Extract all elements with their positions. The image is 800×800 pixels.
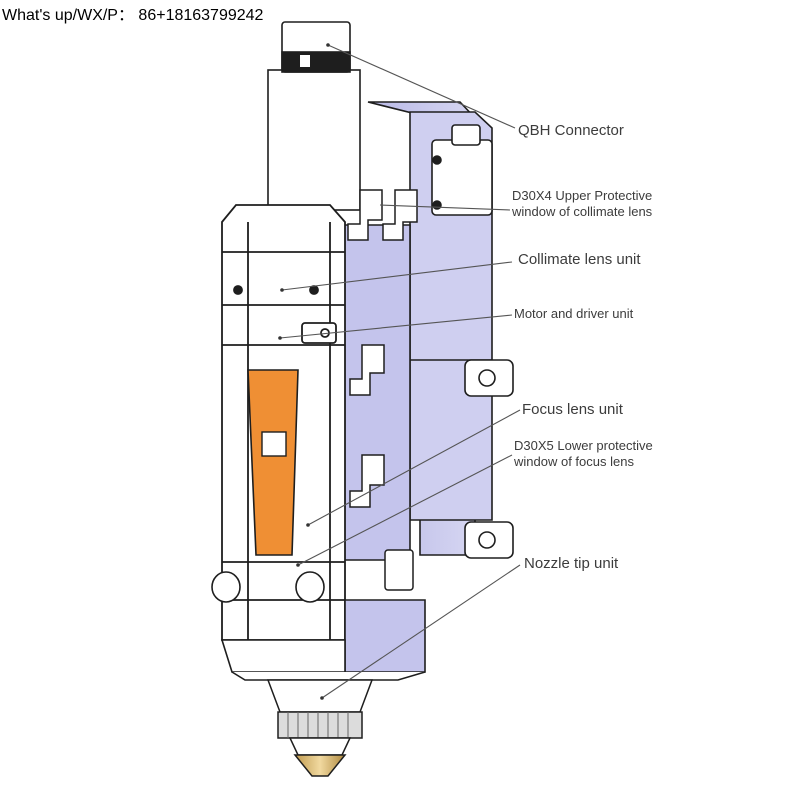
leader-focus [307, 409, 521, 526]
leader-lines [279, 44, 521, 699]
leader-upper-window [379, 204, 511, 211]
label-focus-lens-unit: Focus lens unit [522, 401, 624, 418]
label-qbh-connector: QBH Connector [518, 122, 624, 139]
label-nozzle-tip-unit: Nozzle tip unit [524, 555, 619, 572]
qbh-connector [267, 21, 361, 211]
label-motor-driver-unit: Motor and driver unit [514, 306, 634, 321]
label-upper-window-line1: D30X4 Upper Protective [512, 188, 652, 203]
nozzle-tip [266, 679, 374, 777]
label-upper-window-line2: window of collimate lens [511, 204, 653, 219]
mounting-ears [464, 359, 514, 559]
leader-nozzle [321, 564, 521, 699]
leader-dots [278, 43, 330, 700]
label-collimate-lens-unit: Collimate lens unit [518, 251, 641, 268]
side-knobs [211, 571, 325, 603]
label-lower-window-line1: D30X5 Lower protective [514, 438, 653, 453]
leader-motor [279, 314, 513, 339]
label-lower-window-line2: window of focus lens [513, 454, 634, 469]
leader-qbh [327, 44, 516, 129]
leader-collimate [281, 261, 513, 291]
lower-collar [220, 599, 426, 681]
contact-info: What's up/WX/P： 86+18163799242 [2, 7, 264, 24]
qbh-sensor-block [431, 124, 493, 216]
focus-window [247, 369, 299, 556]
leader-lower-window [297, 454, 513, 566]
air-fittings [347, 189, 418, 591]
